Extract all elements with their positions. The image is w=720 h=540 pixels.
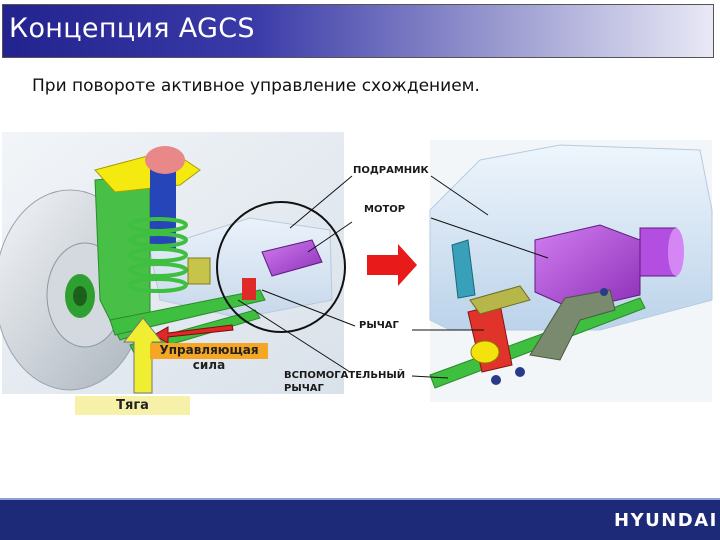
- transition-arrow: [367, 244, 417, 286]
- left-suspension-view: [0, 132, 346, 394]
- control-force-label-line1: Управляющая: [159, 343, 259, 357]
- page-subtitle: При повороте активное управление схожден…: [32, 76, 480, 96]
- title-bar: Концепция AGCS: [2, 4, 714, 58]
- label-aux-lever-line1: ВСПОМОГАТЕЛЬНЫЙ: [284, 370, 406, 381]
- thrust-label: Тяга: [116, 398, 149, 413]
- control-force-label-line2: сила: [192, 358, 226, 372]
- brand-logo-text: HYUNDAI: [614, 510, 718, 531]
- thrust-label-bg: [75, 396, 190, 415]
- control-force-label: Управляющая сила: [150, 343, 268, 373]
- label-lever: РЫЧАГ: [359, 320, 399, 331]
- label-aux-lever: ВСПОМОГАТЕЛЬНЫЙ РЫЧАГ: [284, 369, 405, 395]
- leader-lines: [237, 175, 549, 379]
- page-title: Концепция AGCS: [9, 13, 255, 44]
- motor-part: [534, 224, 641, 311]
- right-detail-view: [429, 140, 713, 402]
- footer-divider: [0, 498, 720, 500]
- thrust-arrow: [122, 317, 164, 394]
- control-force-label-bg: [150, 343, 268, 359]
- control-force-arrow: [152, 324, 234, 344]
- footer-bar: [0, 500, 720, 540]
- label-aux-lever-line2: РЫЧАГ: [284, 383, 324, 394]
- highlight-circle: [216, 201, 346, 333]
- label-subframe: ПОДРАМНИК: [353, 165, 429, 176]
- label-motor: МОТОР: [364, 204, 406, 215]
